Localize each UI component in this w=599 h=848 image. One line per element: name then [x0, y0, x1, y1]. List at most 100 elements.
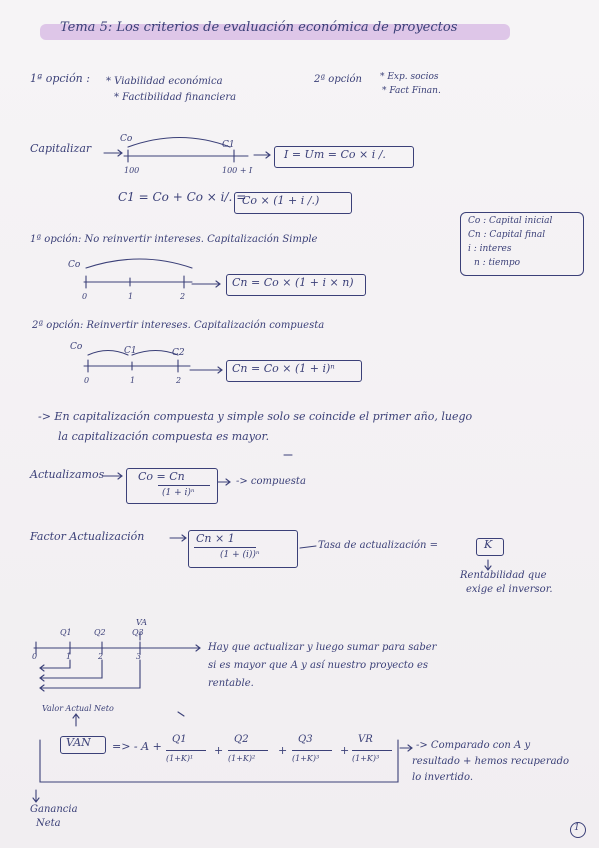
page-title: Tema 5: Los criterios de evaluación econ… — [60, 20, 458, 35]
simple-formula-box — [226, 274, 366, 296]
legend-item: Co : Capital inicial — [468, 216, 553, 226]
compuesta-formula: Cn = Co × (1 + i)ⁿ — [232, 362, 335, 375]
factor-label: Factor Actualización — [30, 530, 145, 543]
legend-item: Cn : Capital final — [468, 230, 546, 240]
van-term-den: (1+K)³ — [292, 754, 320, 763]
opcion2-label: 2ª opción — [314, 74, 362, 85]
factor-den: (1 + (i))ⁿ — [220, 550, 260, 560]
tasa-label: Tasa de actualización = — [318, 540, 439, 551]
explanation-line: rentable. — [208, 678, 254, 689]
van-term-num: Q3 — [298, 734, 313, 745]
capitalizar-c1: C1 — [222, 140, 235, 150]
factor-num: Cn × 1 — [196, 532, 235, 545]
van-label-box — [60, 736, 106, 754]
tick-100: 100 — [124, 166, 140, 175]
compuesta-tick: 0 — [84, 376, 90, 385]
compuesta-formula-box — [226, 360, 362, 382]
van-term-bar — [292, 750, 332, 751]
van-comment: lo invertido. — [412, 772, 474, 783]
compuesta-arc2 — [131, 349, 179, 356]
van-term-den: (1+K)¹ — [166, 754, 194, 763]
simple-tick: 0 — [82, 292, 88, 301]
van-term-num: VR — [358, 734, 373, 745]
capitalizar-arrow — [103, 149, 123, 157]
factor-fraction-bar — [194, 547, 256, 548]
tick-100-i: 100 + I — [222, 166, 253, 175]
van-label: VAN — [66, 736, 91, 749]
compuesta-tick: 1 — [130, 376, 136, 385]
compuesta-label: Co — [70, 342, 83, 352]
opcion2-item: * Exp. socios — [380, 72, 439, 82]
compuesta-heading: 2ª opción: Reinvertir intereses. Capital… — [32, 320, 325, 331]
timeline-tick: 1 — [66, 652, 72, 661]
actualizamos-result: -> compuesta — [236, 476, 306, 487]
actualizamos-den: (1 + i)ⁿ — [162, 488, 195, 498]
ganancia-label: Ganancia — [30, 804, 78, 815]
interest-formula-box — [274, 146, 414, 168]
actualizamos-box — [126, 468, 218, 504]
van-term-bar — [352, 750, 392, 751]
timeline-tick: 0 — [32, 652, 38, 661]
rentabilidad-line: exige el inversor. — [466, 584, 553, 595]
capitalizar-label: Capitalizar — [30, 142, 92, 155]
interest-formula: I = Um = Co × i /. — [284, 148, 386, 161]
compuesta-arc1 — [87, 349, 129, 356]
note-line: -> En capitalización compuesta y simple … — [38, 410, 473, 423]
opcion1-label: 1ª opción : — [30, 72, 90, 85]
legend-box — [460, 212, 584, 276]
simple-formula: Cn = Co × (1 + i × n) — [232, 276, 354, 289]
plus-sign: + — [214, 744, 224, 757]
compuesta-label: C1 — [124, 346, 137, 356]
timeline-tick: 2 — [98, 652, 104, 661]
van-term-num: Q2 — [234, 734, 249, 745]
van-term-num: Q1 — [172, 734, 187, 745]
compuesta-label: C2 — [172, 348, 185, 358]
van-comment: -> Comparado con A y — [416, 740, 531, 751]
title-highlight — [40, 24, 510, 40]
legend-item: i : interes — [468, 244, 512, 254]
simple-tick: 1 — [128, 292, 134, 301]
opcion1-item: * Viabilidad económica — [106, 76, 223, 87]
explanation-line: Hay que actualizar y luego sumar para sa… — [208, 642, 437, 653]
note-line: la capitalización compuesta es mayor. — [58, 430, 270, 443]
timeline-top-label: Q3 — [132, 628, 144, 637]
opcion2-item: * Fact Finan. — [382, 86, 441, 96]
compuesta-tick: 2 — [176, 376, 182, 385]
legend-item: n : tiempo — [474, 258, 521, 268]
timeline-top-label: VA — [136, 618, 148, 627]
c1-formula: Co × (1 + i /.) — [242, 194, 320, 207]
explanation-line: si es mayor que A y así nuestro proyecto… — [208, 660, 429, 671]
k-box — [476, 538, 504, 556]
actualizamos-label: Actualizamos — [30, 468, 105, 481]
van-eq: => - A + — [112, 740, 162, 753]
simple-tick: 2 — [180, 292, 186, 301]
van-term-den: (1+K)³ — [352, 754, 380, 763]
van-bracket — [39, 739, 399, 783]
ganancia-label: Neta — [36, 818, 61, 829]
plus-sign: + — [340, 744, 350, 757]
actualizamos-num: Co = Cn — [138, 470, 185, 483]
capitalizar-c0: Co — [120, 134, 133, 144]
factor-box — [188, 530, 298, 568]
opcion1-item: * Factibilidad financiera — [114, 92, 237, 103]
plus-sign: + — [278, 744, 288, 757]
simple-c0: Co — [68, 260, 81, 270]
van-term-den: (1+K)² — [228, 754, 256, 763]
timeline-top-label: Q2 — [94, 628, 106, 637]
simple-heading: 1ª opción: No reinvertir intereses. Capi… — [30, 234, 318, 245]
c1-formula-box — [234, 192, 352, 214]
simple-arc — [85, 258, 193, 269]
c1-equation: C1 = Co + Co × i/. = — [118, 190, 247, 204]
actualizamos-fraction-bar — [158, 485, 210, 486]
capitalizar-arc — [127, 137, 231, 148]
k-value: K — [484, 538, 493, 551]
van-top-label: Valor Actual Neto — [42, 704, 114, 713]
van-term-bar — [166, 750, 206, 751]
page-number-circle — [570, 822, 586, 838]
rentabilidad-line: Rentabilidad que — [460, 570, 547, 581]
page-number: 1 — [574, 823, 580, 833]
timeline-tick: 3 — [136, 652, 142, 661]
van-comment: resultado + hemos recuperado — [412, 756, 570, 767]
